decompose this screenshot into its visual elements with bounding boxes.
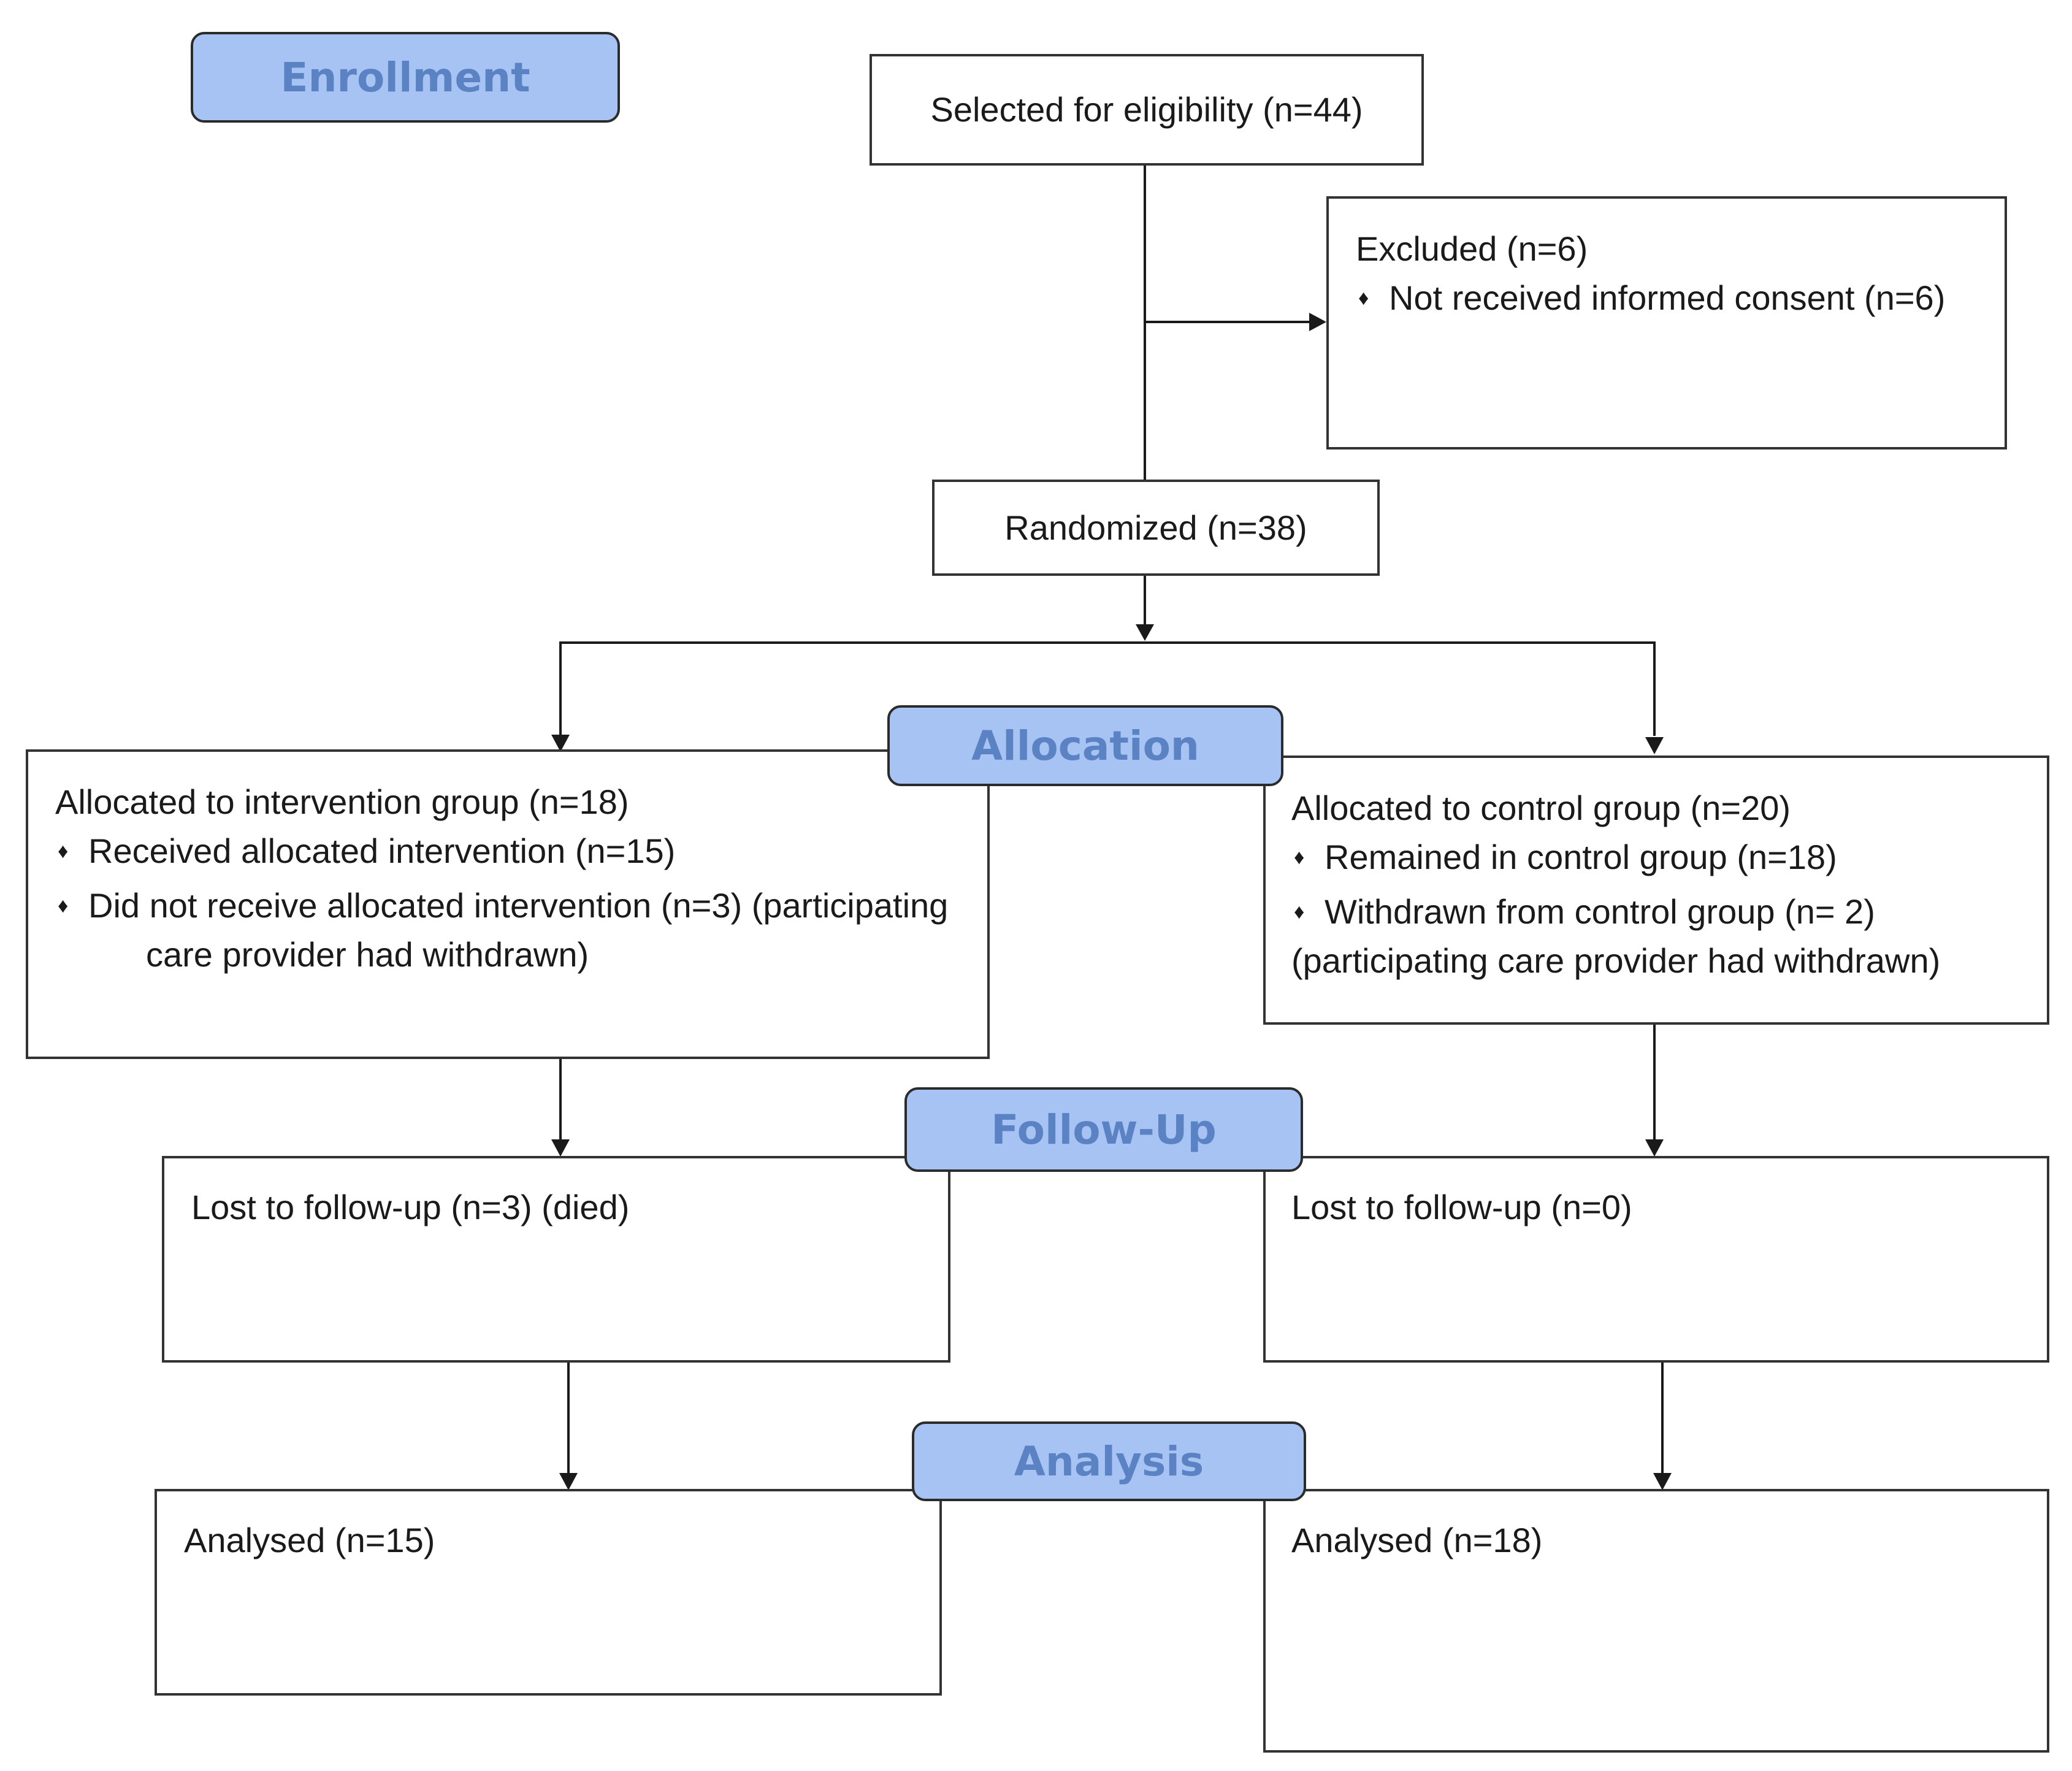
arrowhead-intervention-analysis (559, 1473, 578, 1490)
arrowhead-control-allocation (1645, 737, 1664, 754)
stage-enrollment: Enrollment (191, 32, 620, 123)
intervention-allocation-box: Allocated to intervention group (n=18) ♦… (26, 749, 990, 1059)
arrowhead-randomized (1136, 624, 1154, 641)
control-remained-text: Remained in control group (n=18) (1325, 837, 1837, 876)
intervention-follow-up-text: Lost to follow-up (n=3) (died) (191, 1188, 630, 1226)
bullet-diamond-icon: ♦ (1358, 286, 1369, 310)
excluded-item: ♦ Not received informed consent (n=6) (1356, 273, 2005, 323)
control-analysis-box: Analysed (n=18) (1263, 1489, 2049, 1753)
randomized-text: Randomized (n=38) (1004, 508, 1307, 547)
eligibility-text: Selected for eligibility (n=44) (930, 90, 1363, 129)
control-allocation-title: Allocated to control group (n=20) (1291, 789, 1791, 827)
control-withdrawn-text: Withdrawn from control group (n= 2) (1325, 892, 1875, 931)
stage-allocation: Allocation (887, 705, 1283, 786)
control-allocation-item: ♦ Withdrawn from control group (n= 2) (1291, 887, 2047, 936)
intervention-not-received-text: Did not receive allocated intervention (… (88, 886, 949, 925)
control-allocation-item: ♦ Remained in control group (n=18) (1291, 833, 2047, 882)
bullet-diamond-icon: ♦ (58, 839, 69, 863)
randomized-box: Randomized (n=38) (932, 480, 1380, 576)
stage-follow-up: Follow-Up (904, 1087, 1303, 1172)
intervention-allocation-item: ♦ Received allocated intervention (n=15) (55, 827, 987, 876)
connector-split (559, 641, 1656, 743)
control-follow-up-box: Lost to follow-up (n=0) (1263, 1156, 2049, 1363)
arrowhead-intervention-followup (551, 1139, 570, 1157)
eligibility-box: Selected for eligibility (n=44) (870, 54, 1424, 166)
intervention-received-text: Received allocated intervention (n=15) (88, 831, 676, 870)
intervention-analysis-box: Analysed (n=15) (155, 1489, 942, 1696)
intervention-follow-up-box: Lost to follow-up (n=3) (died) (162, 1156, 950, 1363)
bullet-diamond-icon: ♦ (58, 894, 69, 918)
bullet-diamond-icon: ♦ (1294, 900, 1305, 924)
excluded-title: Excluded (n=6) (1356, 229, 1588, 268)
arrowhead-excluded (1309, 313, 1326, 331)
intervention-allocation-title: Allocated to intervention group (n=18) (55, 782, 629, 821)
excluded-item-text: Not received informed consent (n=6) (1389, 278, 1946, 317)
control-follow-up-text: Lost to follow-up (n=0) (1291, 1188, 1632, 1226)
control-allocation-box: Allocated to control group (n=20) ♦ Remai… (1263, 755, 2049, 1025)
arrowhead-intervention-allocation (551, 735, 570, 752)
bullet-diamond-icon: ♦ (1294, 845, 1305, 869)
arrowhead-control-analysis (1653, 1473, 1672, 1490)
stage-analysis: Analysis (912, 1421, 1306, 1501)
arrowhead-control-followup (1645, 1139, 1664, 1157)
intervention-not-received-continuation: care provider had withdrawn) (146, 935, 589, 974)
intervention-analysis-text: Analysed (n=15) (184, 1521, 435, 1559)
excluded-box: Excluded (n=6) ♦ Not received informed co… (1326, 196, 2007, 449)
control-analysis-text: Analysed (n=18) (1291, 1521, 1543, 1559)
control-withdrawn-continuation: (participating care provider had withdra… (1291, 941, 1941, 980)
intervention-allocation-item: ♦ Did not receive allocated intervention … (55, 881, 987, 930)
